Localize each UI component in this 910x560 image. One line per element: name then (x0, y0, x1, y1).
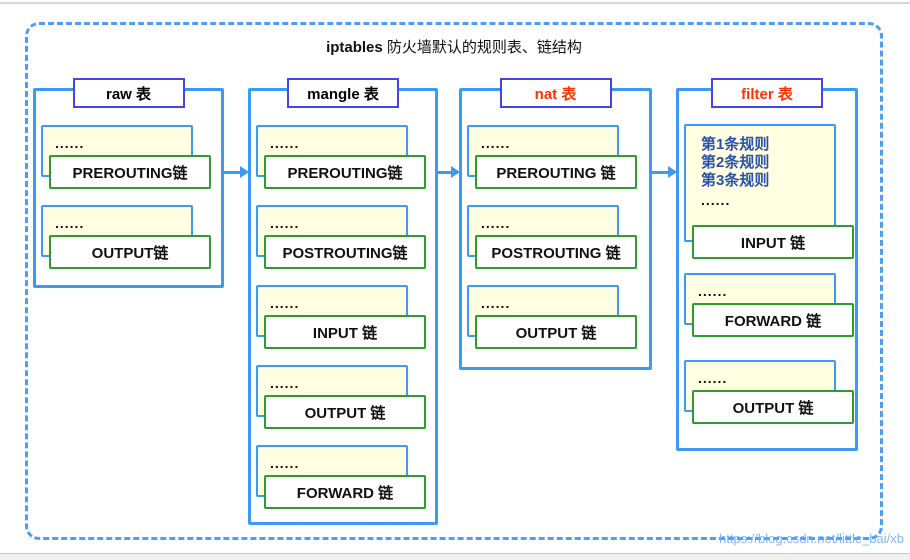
arrow-head-icon (240, 166, 249, 178)
flow-arrow-nat-to-filter (650, 166, 677, 178)
chain-group: ...... FORWARD 链 (251, 445, 435, 509)
arrow-head-icon (451, 166, 460, 178)
chain-group: ...... POSTROUTING链 (251, 205, 435, 269)
table-title-filter-label: filter 表 (741, 85, 793, 103)
chain-box-mangle-postrouting: POSTROUTING链 (264, 235, 426, 269)
rules-note-numbered: 第1条规则 第2条规则 第3条规则 ...... (684, 124, 836, 242)
chain-group: ...... INPUT 链 (251, 285, 435, 349)
chain-box-mangle-forward: FORWARD 链 (264, 475, 426, 509)
ellipsis-text: ...... (270, 455, 300, 471)
chain-group: ...... OUTPUT链 (36, 205, 221, 269)
ellipsis-text: ...... (55, 215, 85, 231)
table-title-filter: filter 表 (711, 78, 823, 108)
rule-item: 第2条规则 (701, 154, 770, 171)
ellipsis-text: ...... (270, 295, 300, 311)
chain-box-raw-prerouting: PREROUTING链 (49, 155, 211, 189)
chain-label: OUTPUT 链 (304, 404, 386, 422)
ellipsis-text: ...... (701, 192, 731, 208)
ellipsis-text: ...... (55, 135, 85, 151)
table-title-nat-label: nat 表 (534, 85, 577, 103)
chain-label: POSTROUTING链 (282, 244, 408, 262)
chain-label: OUTPUT 链 (515, 324, 597, 342)
chain-group: ...... PREROUTING链 (251, 125, 435, 189)
chain-group: ...... OUTPUT 链 (251, 365, 435, 429)
chain-label: OUTPUT 链 (732, 399, 814, 417)
chain-group: ...... PREROUTING 链 (462, 125, 649, 189)
table-title-mangle: mangle 表 (287, 78, 399, 108)
rule-item: 第1条规则 (701, 136, 770, 153)
chain-group: ...... OUTPUT 链 (679, 360, 855, 424)
chain-box-filter-forward: FORWARD 链 (692, 303, 854, 337)
chain-box-mangle-output: OUTPUT 链 (264, 395, 426, 429)
window-top-edge (0, 2, 910, 4)
table-title-nat: nat 表 (499, 78, 612, 108)
ellipsis-text: ...... (698, 370, 728, 386)
chain-label: POSTROUTING 链 (491, 244, 621, 262)
chain-group: ...... FORWARD 链 (679, 273, 855, 337)
chain-label: FORWARD 链 (296, 484, 394, 502)
window-bottom-edge (0, 553, 910, 560)
chain-box-filter-input: INPUT 链 (692, 225, 854, 259)
diagram-title: iptables 防火墙默认的规则表、链结构 (25, 36, 883, 57)
dashed-outer-frame (25, 22, 883, 540)
table-title-mangle-label: mangle 表 (307, 85, 379, 103)
chain-label: PREROUTING 链 (496, 164, 616, 182)
chain-label: INPUT 链 (740, 234, 806, 252)
chain-box-nat-output: OUTPUT 链 (475, 315, 637, 349)
arrow-line (650, 171, 675, 174)
ellipsis-text: ...... (698, 283, 728, 299)
chain-group: ...... POSTROUTING 链 (462, 205, 649, 269)
arrow-line (222, 171, 247, 174)
ellipsis-text: ...... (481, 215, 511, 231)
chain-label: INPUT 链 (312, 324, 378, 342)
chain-label: OUTPUT链 (91, 244, 169, 262)
chain-box-filter-output: OUTPUT 链 (692, 390, 854, 424)
table-title-raw-label: raw 表 (105, 85, 151, 103)
rule-item: 第3条规则 (701, 172, 770, 189)
flow-arrow-mangle-to-nat (436, 166, 460, 178)
arrow-head-icon (668, 166, 677, 178)
chain-label: PREROUTING链 (72, 164, 188, 182)
chain-label: FORWARD 链 (724, 312, 822, 330)
chain-box-mangle-input: INPUT 链 (264, 315, 426, 349)
ellipsis-text: ...... (270, 375, 300, 391)
table-raw: raw 表 ...... PREROUTING链 ...... OUTPUT链 (33, 78, 224, 288)
table-nat: nat 表 ...... PREROUTING 链 ...... POSTROU… (459, 78, 652, 370)
table-filter: filter 表 第1条规则 第2条规则 第3条规则 ...... INPUT … (676, 78, 858, 451)
table-mangle: mangle 表 ...... PREROUTING链 ...... POSTR… (248, 78, 438, 525)
table-title-raw: raw 表 (72, 78, 185, 108)
diagram-title-en: iptables (326, 39, 383, 56)
chain-group: ...... OUTPUT 链 (462, 285, 649, 349)
chain-box-nat-prerouting: PREROUTING 链 (475, 155, 637, 189)
watermark-url: https://blog.csdn.net/little_bai/xb (718, 531, 904, 546)
chain-box-raw-output: OUTPUT链 (49, 235, 211, 269)
chain-box-mangle-prerouting: PREROUTING链 (264, 155, 426, 189)
flow-arrow-raw-to-mangle (222, 166, 249, 178)
chain-group: 第1条规则 第2条规则 第3条规则 ...... INPUT 链 (679, 124, 855, 259)
ellipsis-text: ...... (270, 215, 300, 231)
rule-list: 第1条规则 第2条规则 第3条规则 ...... (701, 136, 769, 208)
ellipsis-text: ...... (270, 135, 300, 151)
diagram-title-zh: 防火墙默认的规则表、链结构 (382, 39, 582, 56)
ellipsis-text: ...... (481, 295, 511, 311)
chain-label: PREROUTING链 (287, 164, 403, 182)
arrow-line (436, 171, 458, 174)
chain-group: ...... PREROUTING链 (36, 125, 221, 189)
chain-box-nat-postrouting: POSTROUTING 链 (475, 235, 637, 269)
ellipsis-text: ...... (481, 135, 511, 151)
